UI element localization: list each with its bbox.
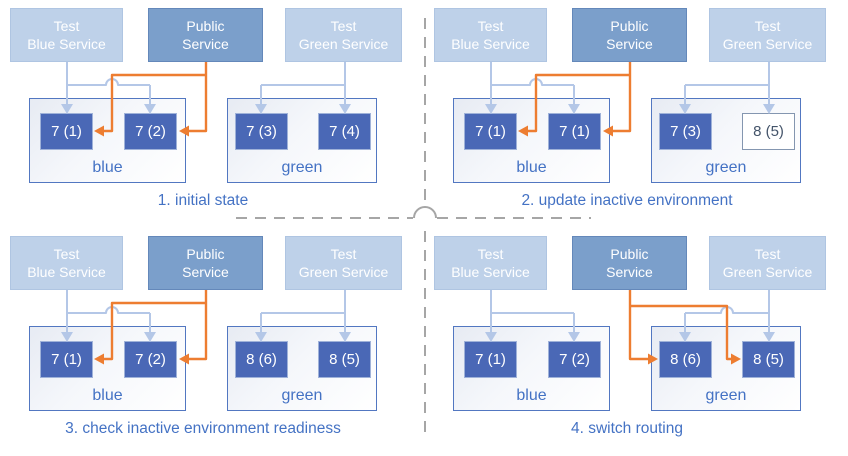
pod-green-1: 8 (6)	[659, 341, 712, 378]
test-green-service-box: Test Green Service	[285, 236, 402, 290]
green-environment-label: green	[705, 159, 747, 176]
test-blue-service-label-line2: Blue Service	[27, 264, 106, 280]
pod-blue-2: 7 (2)	[124, 113, 177, 150]
panel-update-inactive: Test Blue Service Public Service Test Gr…	[424, 0, 848, 228]
pod-blue-2: 7 (1)	[548, 113, 601, 150]
blue-environment-label: blue	[516, 387, 547, 404]
test-blue-service-label-line1: Test	[53, 17, 80, 34]
panel-check-readiness: Test Blue Service Public Service Test Gr…	[0, 228, 424, 456]
wire-testblue-horizontal	[491, 78, 574, 86]
test-blue-service-box: Test Blue Service	[10, 236, 123, 290]
panel-switch-routing: Test Blue Service Public Service Test Gr…	[424, 228, 848, 456]
test-blue-service-box: Test Blue Service	[10, 8, 123, 62]
panel-caption: 4. switch routing	[571, 420, 683, 437]
test-green-service-label-line2: Green Service	[298, 36, 389, 52]
pod-green-2: 8 (5)	[318, 341, 371, 378]
public-service-box: Public Service	[148, 236, 263, 290]
pod-green-2: 8 (5)	[742, 341, 795, 378]
test-green-service-label-line2: Green Service	[722, 36, 813, 52]
public-service-label-line1: Public	[610, 245, 649, 262]
pod-green-1: 7 (3)	[235, 113, 288, 150]
test-green-service-label-line1: Test	[330, 17, 357, 34]
pod-green-1: 8 (6)	[235, 341, 288, 378]
pod-blue-2: 7 (2)	[548, 341, 601, 378]
blue-environment-label: blue	[516, 159, 547, 176]
pod-blue-1: 7 (1)	[40, 113, 93, 150]
panel-caption: 3. check inactive environment readiness	[65, 420, 341, 437]
test-blue-service-label-line1: Test	[477, 17, 504, 34]
public-service-label-line2: Service	[606, 36, 653, 52]
blue-environment-label: blue	[92, 159, 123, 176]
public-service-box: Public Service	[572, 8, 687, 62]
public-service-label-line1: Public	[610, 17, 649, 34]
public-service-box: Public Service	[148, 8, 263, 62]
public-service-label-line1: Public	[186, 245, 225, 262]
test-blue-service-label-line2: Blue Service	[451, 36, 530, 52]
public-service-label-line2: Service	[182, 36, 229, 52]
wire-public-main	[613, 62, 632, 133]
test-blue-service-box: Test Blue Service	[434, 236, 547, 290]
wire-testgreen-horizontal	[685, 306, 769, 314]
wire-testblue-horizontal	[67, 306, 150, 314]
green-environment-label: green	[705, 387, 747, 404]
test-green-service-box: Test Green Service	[285, 8, 402, 62]
test-blue-service-box: Test Blue Service	[434, 8, 547, 62]
test-blue-service-label-line1: Test	[53, 245, 80, 262]
public-service-label-line2: Service	[182, 264, 229, 280]
panel-initial-state: Test Blue Service Public Service Test Gr…	[0, 0, 424, 228]
pod-blue-1: 7 (1)	[464, 113, 517, 150]
green-environment-label: green	[281, 159, 323, 176]
wire-public-main	[189, 290, 208, 361]
pod-green-2: 8 (5)	[742, 113, 795, 150]
test-blue-service-label-line2: Blue Service	[27, 36, 106, 52]
panel-caption: 2. update inactive environment	[521, 192, 733, 209]
green-environment-label: green	[281, 387, 323, 404]
pod-green-1: 7 (3)	[659, 113, 712, 150]
test-blue-service-label-line1: Test	[477, 245, 504, 262]
public-service-label-line2: Service	[606, 264, 653, 280]
blue-environment-label: blue	[92, 387, 123, 404]
test-green-service-label-line2: Green Service	[298, 264, 389, 280]
pod-blue-2: 7 (2)	[124, 341, 177, 378]
test-green-service-label-line1: Test	[754, 17, 781, 34]
test-green-service-box: Test Green Service	[709, 236, 826, 290]
pod-green-2: 7 (4)	[318, 113, 371, 150]
wire-public-main	[189, 62, 208, 133]
pod-blue-1: 7 (1)	[464, 341, 517, 378]
public-service-label-line1: Public	[186, 17, 225, 34]
test-green-service-label-line1: Test	[754, 245, 781, 262]
wire-testblue-horizontal	[67, 78, 150, 86]
test-green-service-label-line2: Green Service	[722, 264, 813, 280]
panel-caption: 1. initial state	[157, 192, 249, 209]
pod-blue-1: 7 (1)	[40, 341, 93, 378]
test-blue-service-label-line2: Blue Service	[451, 264, 530, 280]
test-green-service-box: Test Green Service	[709, 8, 826, 62]
test-green-service-label-line1: Test	[330, 245, 357, 262]
wire-public-main	[628, 290, 648, 361]
public-service-box: Public Service	[572, 236, 687, 290]
